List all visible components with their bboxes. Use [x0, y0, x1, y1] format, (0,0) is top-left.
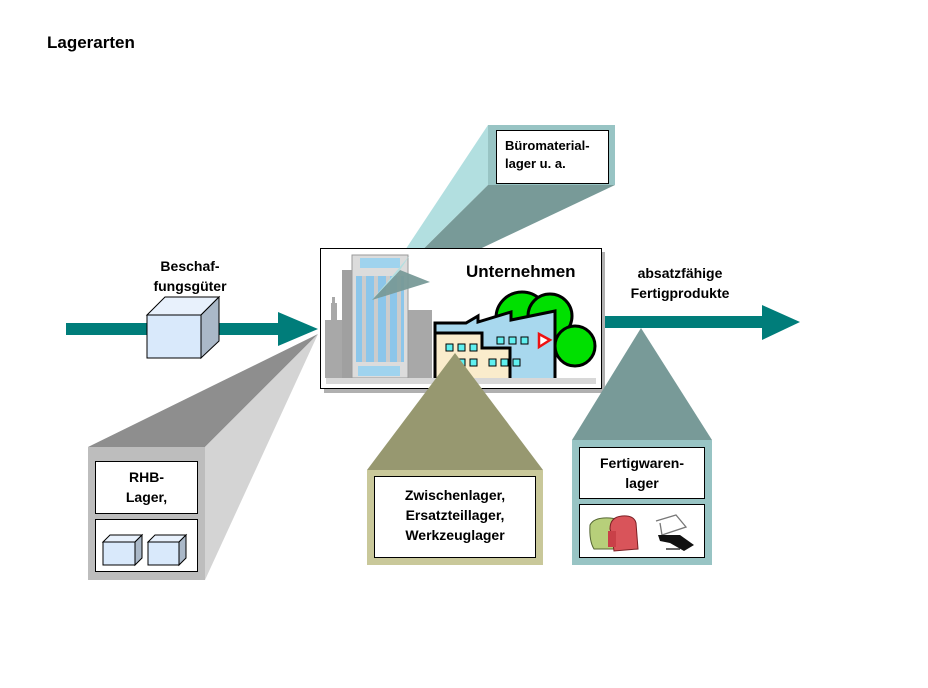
lounge-chair-icon [655, 514, 688, 536]
output-label-line1: absatzfähige [637, 265, 723, 281]
rhb-callout-light-face [205, 334, 318, 580]
zwischen-callout-box: Zwischenlager, Ersatzteillager, Werkzeug… [374, 476, 536, 558]
furniture-icon [589, 514, 694, 552]
input-label-line1: Beschaf- [160, 258, 220, 274]
output-label-line2: Fertigprodukte [630, 285, 730, 301]
buero-callout-box: Büromaterial- lager u. a. [496, 130, 609, 184]
office-building-icon [325, 254, 432, 379]
fertig-line1: Fertigwaren- [599, 455, 684, 471]
zwischen-line2: Ersatzteillager, [405, 507, 505, 523]
rhb-icon-box [95, 519, 198, 572]
buero-line1: Büromaterial- [505, 138, 590, 153]
input-cube-icon [145, 295, 221, 360]
fertig-line2: lager [625, 475, 659, 491]
output-arrow [600, 305, 800, 340]
flag-icon [537, 331, 553, 350]
company-label: Unternehmen [466, 262, 576, 281]
fertig-icon-box [579, 504, 705, 558]
armchair-icon [608, 515, 639, 552]
rhb-line1: RHB- [129, 469, 164, 485]
rhb-callout-dark-face [88, 334, 318, 447]
fertig-callout-face [572, 328, 712, 440]
fertig-label-box: Fertigwaren- lager [579, 447, 705, 499]
zwischen-callout-face [367, 353, 543, 470]
rhb-line2: Lager, [125, 489, 168, 505]
input-label: Beschaf- fungsgüter [130, 256, 250, 296]
page-title: Lagerarten [47, 33, 135, 52]
zwischen-line1: Zwischenlager, [404, 487, 506, 503]
input-label-line2: fungsgüter [153, 278, 227, 294]
output-label: absatzfähige Fertigprodukte [610, 263, 750, 303]
rhb-label-box: RHB- Lager, [95, 461, 198, 514]
zwischen-line3: Werkzeuglager [405, 527, 505, 543]
buero-line2: lager u. a. [505, 156, 566, 171]
boxes-icon [101, 533, 188, 567]
